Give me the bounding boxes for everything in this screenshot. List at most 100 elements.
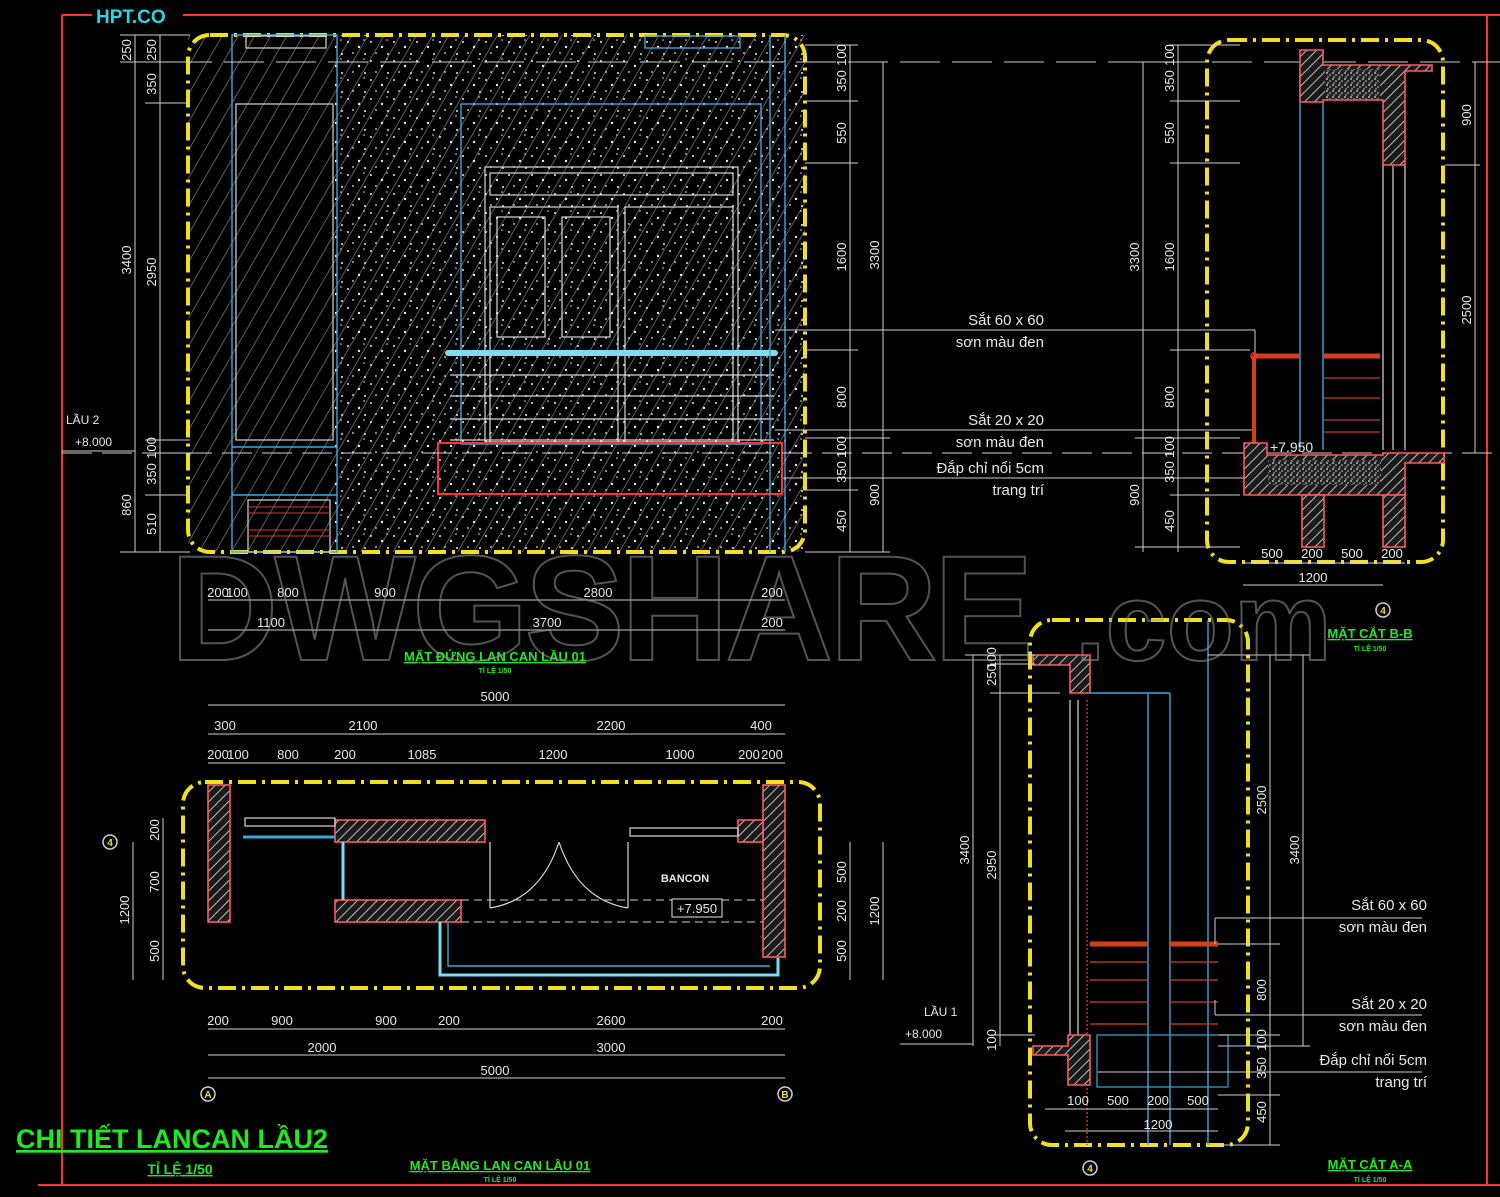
svg-text:300: 300 (214, 718, 236, 733)
svg-text:800: 800 (834, 386, 849, 408)
svg-text:5000: 5000 (481, 1063, 510, 1078)
svg-text:4: 4 (1380, 606, 1386, 617)
svg-text:1000: 1000 (666, 747, 695, 762)
note-molding-lower: Đắp chỉ nổi 5cm (1319, 1052, 1427, 1069)
svg-text:100: 100 (984, 1029, 999, 1051)
svg-text:550: 550 (834, 122, 849, 144)
svg-text:3400: 3400 (119, 246, 134, 275)
svg-text:500: 500 (1341, 546, 1363, 561)
svg-text:sơn màu đen: sơn màu đen (1339, 1018, 1427, 1035)
svg-text:350: 350 (834, 70, 849, 92)
svg-text:860: 860 (119, 494, 134, 516)
svg-text:3000: 3000 (597, 1040, 626, 1055)
svg-text:100: 100 (144, 437, 159, 459)
section-aa-viewport-frame (1028, 618, 1250, 1147)
svg-text:2100: 2100 (349, 718, 378, 733)
section-aa-title: MẶT CẮT A-A (1328, 1157, 1413, 1172)
watermark: DWGSHARE (170, 524, 1030, 692)
svg-text:100: 100 (1254, 1029, 1269, 1051)
svg-text:350: 350 (1162, 461, 1177, 483)
svg-text:100: 100 (834, 436, 849, 458)
section-bb-dimensions: 3300 900 100 350 550 1600 800 100 350 45… (1127, 44, 1480, 586)
svg-text:1600: 1600 (834, 243, 849, 272)
note-steel-20-lower: Sắt 20 x 20 (1351, 996, 1427, 1013)
svg-text:3300: 3300 (867, 241, 882, 270)
note-molding: Đắp chỉ nổi 5cm (936, 460, 1044, 477)
svg-text:1200: 1200 (539, 747, 568, 762)
plan-axis-markers: 4 A B (102, 834, 793, 1102)
svg-text:450: 450 (834, 510, 849, 532)
note-steel-60: Sắt 60 x 60 (968, 312, 1044, 329)
svg-text:800: 800 (1162, 386, 1177, 408)
svg-text:3400: 3400 (1287, 836, 1302, 865)
section-aa-scale: TỈ LỆ 1/50 (1354, 1175, 1387, 1184)
svg-text:200: 200 (761, 585, 783, 600)
svg-text:200: 200 (761, 747, 783, 762)
note-steel-20: Sắt 20 x 20 (968, 412, 1044, 429)
svg-text:200: 200 (207, 585, 229, 600)
note-steel-60-lower: Sắt 60 x 60 (1351, 897, 1427, 914)
svg-text:350: 350 (834, 461, 849, 483)
svg-text:800: 800 (1254, 979, 1269, 1001)
svg-text:200: 200 (334, 747, 356, 762)
section-bb-axis-marker: 4 (1375, 602, 1391, 618)
svg-text:2500: 2500 (1459, 296, 1474, 325)
svg-text:400: 400 (750, 718, 772, 733)
svg-text:sơn màu đen: sơn màu đen (956, 434, 1044, 451)
svg-text:1200: 1200 (1299, 570, 1328, 585)
svg-text:2950: 2950 (144, 258, 159, 287)
section-aa-dimensions: 3400 250 100 2950 100 LẦU 1 +8.000 2500 … (900, 647, 1310, 1146)
svg-text:510: 510 (144, 513, 159, 535)
svg-text:700: 700 (147, 871, 162, 893)
elevation-view[interactable] (186, 33, 807, 554)
section-bb-viewport-frame (1205, 38, 1445, 564)
svg-text:3300: 3300 (1127, 243, 1142, 272)
svg-text:1200: 1200 (117, 896, 132, 925)
level-label-lau2: LẦU 2 (66, 412, 100, 427)
section-bb-title: MẶT CẮT B-B (1327, 626, 1412, 641)
svg-text:200: 200 (438, 1013, 460, 1028)
svg-text:500: 500 (1187, 1093, 1209, 1108)
elevation-title: MẶT ĐỨNG LAN CAN LẦU 01 (404, 649, 586, 664)
svg-text:2200: 2200 (597, 718, 626, 733)
svg-text:350: 350 (144, 463, 159, 485)
section-aa-view[interactable] (1028, 618, 1250, 1147)
plan-scale: TỈ LỆ 1/50 (484, 1175, 517, 1184)
svg-text:200: 200 (1381, 546, 1403, 561)
svg-text:200: 200 (761, 615, 783, 630)
svg-text:250: 250 (119, 39, 134, 61)
svg-text:900: 900 (271, 1013, 293, 1028)
svg-text:900: 900 (1127, 484, 1142, 506)
svg-text:200: 200 (207, 747, 229, 762)
svg-text:200: 200 (738, 747, 760, 762)
svg-text:500: 500 (1261, 546, 1283, 561)
svg-text:1200: 1200 (867, 897, 882, 926)
svg-text:2800: 2800 (584, 585, 613, 600)
svg-text:2500: 2500 (1254, 786, 1269, 815)
svg-text:1200: 1200 (1144, 1117, 1173, 1132)
elevation-scale: TỈ LỆ 1/50 (479, 666, 512, 675)
svg-text:250: 250 (144, 39, 159, 61)
svg-text:trang trí: trang trí (1375, 1074, 1428, 1091)
svg-text:550: 550 (1162, 122, 1177, 144)
svg-text:4: 4 (1087, 1164, 1093, 1175)
svg-text:5000: 5000 (481, 689, 510, 704)
svg-text:450: 450 (1162, 510, 1177, 532)
svg-text:A: A (204, 1090, 211, 1101)
svg-text:200: 200 (207, 1013, 229, 1028)
svg-text:200: 200 (761, 1013, 783, 1028)
elevation-viewport-frame (186, 33, 807, 554)
svg-text:100: 100 (227, 747, 249, 762)
svg-text:trang trí: trang trí (992, 482, 1045, 499)
svg-text:2000: 2000 (308, 1040, 337, 1055)
svg-text:3400: 3400 (957, 836, 972, 865)
drawing-main-title: CHI TIẾT LANCAN LẦU2 (16, 1123, 328, 1154)
svg-text:sơn màu đen: sơn màu đen (956, 334, 1044, 351)
svg-text:200: 200 (1147, 1093, 1169, 1108)
plan-view[interactable]: BANCON +7.950 (181, 780, 822, 990)
svg-text:350: 350 (1162, 70, 1177, 92)
section-bb-view[interactable]: +7.950 (1205, 38, 1445, 564)
svg-text:100: 100 (1162, 44, 1177, 66)
svg-text:100: 100 (1162, 436, 1177, 458)
